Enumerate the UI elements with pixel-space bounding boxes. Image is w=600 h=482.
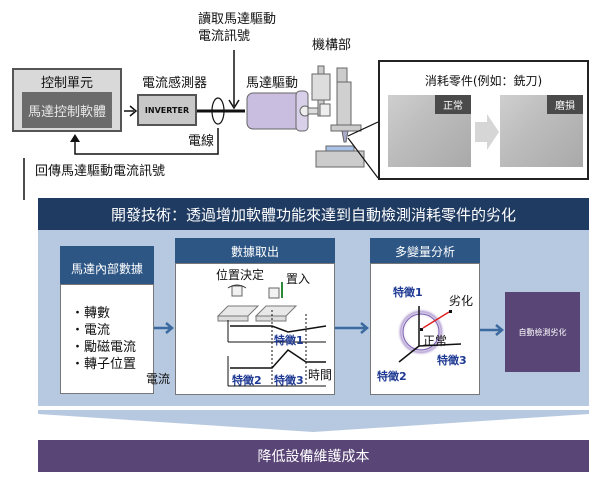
- system-wiring: [23, 50, 379, 200]
- mechanism-label: 機構部: [312, 38, 352, 53]
- motor-data-list: ・轉數 ・電流 ・勵磁電流 ・轉子位置: [60, 284, 154, 394]
- rotate-icon: [227, 284, 247, 289]
- mechanism-icon: [311, 65, 365, 168]
- feature-3-label: 特徵3: [274, 374, 304, 387]
- step-motor-data-header: 馬達內部數據: [60, 246, 154, 290]
- worn-tag: 磨損: [547, 95, 583, 114]
- callout-line-bottom: [347, 137, 379, 179]
- list-item: ・勵磁電流: [71, 340, 137, 355]
- feature-space-plot: [397, 306, 462, 363]
- read-signal-arrow: [228, 99, 240, 110]
- normal-tool-photo: 正常: [388, 95, 471, 167]
- right-arrow-icon: [475, 114, 499, 150]
- current-axis-label: 電流: [146, 372, 171, 386]
- read-signal-label-line1: 讀取馬達驅動: [198, 12, 277, 27]
- control-unit-box: 控制單元 馬達控制軟體: [12, 68, 122, 132]
- motor-control-software-box: 馬達控制軟體: [22, 92, 112, 128]
- step-data-extraction-header: 數據取出: [175, 238, 335, 264]
- callout-line-top: [347, 121, 379, 137]
- axis-feature-2: [398, 345, 420, 363]
- consumable-part-panel: 消耗零件(例如：銑刀) 正常 磨損: [378, 60, 589, 180]
- feedback-arrow: [70, 134, 80, 142]
- spindle-icon: [231, 285, 243, 297]
- control-unit-title: 控制單元: [40, 76, 93, 91]
- cost-reduction-banner: 降低設備維護成本: [38, 440, 589, 472]
- normal-label: 正常: [423, 334, 448, 348]
- inverter-box: INVERTER: [137, 94, 197, 126]
- motor-icon: [246, 90, 325, 132]
- feature-2-label: 特徵2: [232, 374, 262, 387]
- feedback-line: [74, 128, 219, 155]
- list-item: ・轉子位置: [71, 357, 137, 372]
- feature-2-label: 特徵2: [377, 370, 407, 383]
- step-multivariate-header: 多變量分析: [370, 238, 480, 264]
- data-extraction-panel: 位置決定 置入 特徵1 特徵2 特徵3 電流 時間: [146, 263, 335, 395]
- feature-3-label: 特徵3: [437, 354, 467, 367]
- multivariate-panel: 特徵1 特徵2 特徵3 正常 劣化: [370, 263, 480, 395]
- insert-label: 置入: [286, 272, 311, 286]
- list-item: ・電流: [71, 323, 111, 338]
- ctrl-to-inverter-arrow: [129, 105, 138, 117]
- axis-feature-3: [418, 343, 462, 347]
- wire-label: 電線: [188, 134, 215, 149]
- worn-tool-photo: 磨損: [500, 95, 583, 167]
- motor-label: 馬達驅動: [246, 76, 299, 91]
- feature-1-label: 特徵1: [274, 334, 304, 347]
- degradation-label: 劣化: [449, 294, 474, 308]
- consumable-part-title: 消耗零件(例如：銑刀): [424, 74, 543, 88]
- time-axis-label: 時間: [308, 368, 333, 382]
- feedback-label: 回傳馬達驅動電流訊號: [35, 164, 166, 179]
- signal-2: [230, 349, 326, 369]
- normal-region: [397, 308, 445, 356]
- current-sensor-label: 電流感測器: [142, 76, 208, 91]
- current-sensor-loop: [211, 97, 225, 125]
- development-header: 開發技術：透過增加軟體功能來達到自動檢測消耗零件的劣化: [38, 198, 589, 230]
- list-item: ・轉數: [71, 306, 111, 321]
- down-chevron: [38, 410, 589, 432]
- degraded-point: [449, 310, 452, 313]
- read-signal-label-line2: 電流訊號: [198, 29, 251, 44]
- signal-1: [230, 325, 327, 333]
- degradation-arrow: [422, 311, 450, 329]
- timing-chart: [216, 282, 327, 387]
- auto-detection-result-box: 自動檢測劣化: [505, 292, 580, 372]
- spindle-icon: [268, 287, 280, 299]
- normal-point: [420, 328, 423, 331]
- normal-tag: 正常: [435, 95, 471, 114]
- feature-1-label: 特徵1: [393, 286, 423, 299]
- positioning-label: 位置決定: [216, 268, 265, 282]
